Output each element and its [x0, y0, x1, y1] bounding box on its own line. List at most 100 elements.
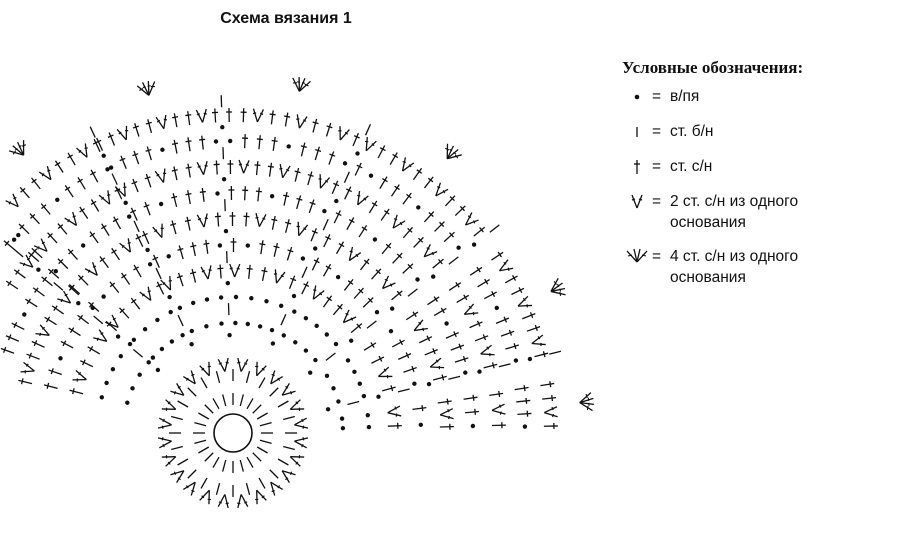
double-crochet-mark: [175, 244, 187, 261]
double-crochet-mark: [118, 270, 133, 287]
chain-stitch-mark: [149, 354, 157, 361]
legend-item: =в/пя: [622, 86, 892, 108]
chain-stitch-mark: [365, 412, 371, 418]
chain-stitch-mark: [188, 328, 195, 334]
chain-stitch-mark: [233, 294, 239, 300]
double-crochet-mark: [491, 421, 507, 430]
chain-stitch-mark: [330, 385, 337, 392]
single-crochet-mark: [259, 421, 273, 427]
legend-label-line: ст. с/н: [670, 158, 713, 175]
two-dc-mark: [287, 399, 305, 415]
double-crochet-mark: [439, 422, 455, 431]
double-crochet-mark: [76, 204, 91, 221]
single-crochet-mark: [53, 281, 64, 291]
magic-ring: [213, 413, 253, 453]
single-crochet-mark: [277, 400, 290, 408]
single-crochet-mark: [246, 397, 254, 410]
double-crochet-mark: [333, 239, 347, 256]
legend-item: =ст. с/н: [622, 156, 892, 178]
two-dc-mark: [118, 237, 136, 256]
two-dc-mark: [251, 487, 267, 505]
chain-stitch-mark: [313, 322, 320, 329]
single-crochet-mark: [258, 376, 266, 389]
two-dc-mark: [287, 451, 305, 467]
two-dc-mark: [515, 295, 533, 312]
single-crochet-mark: [252, 452, 262, 462]
double-crochet-mark: [29, 338, 47, 351]
single-crochet-mark: [89, 126, 96, 139]
chain-stitch-mark: [312, 245, 319, 252]
chain-stitch-mark: [99, 394, 105, 400]
four-dc-mark: [7, 137, 32, 162]
two-dc-mark: [84, 261, 102, 280]
double-crochet-mark: [131, 121, 143, 139]
two-dc-mark: [235, 357, 249, 373]
two-dc-mark: [98, 189, 115, 208]
chain-stitch-mark: [10, 236, 18, 243]
double-crochet-mark: [425, 293, 442, 308]
chain-stitch-mark: [280, 332, 287, 339]
legend-label: в/пя: [670, 86, 892, 107]
chain-stitch-mark: [167, 309, 174, 316]
chain-stitch-mark: [115, 333, 122, 340]
double-crochet-mark: [188, 240, 199, 258]
crochet-diagram: [0, 75, 596, 509]
double-crochet-mark: [46, 366, 64, 378]
chain-stitch-mark: [340, 425, 346, 431]
double-crochet-mark: [170, 138, 181, 155]
double-crochet-mark: [293, 193, 305, 211]
single-crochet-mark: [212, 397, 220, 410]
two-dc-mark: [461, 211, 480, 230]
double-crochet-mark: [108, 245, 123, 263]
two-dc-mark: [116, 125, 132, 143]
double-crochet-mark: [399, 260, 416, 277]
single-crochet-mark: [170, 445, 184, 451]
double-crochet-mark: [58, 338, 76, 352]
chain-stitch-mark: [227, 138, 233, 144]
two-dc-mark: [154, 167, 169, 185]
chain-stitch-mark: [168, 338, 175, 345]
chain-stitch-mark: [387, 328, 395, 335]
double-crochet-mark: [411, 403, 428, 414]
two-dc-mark: [139, 286, 156, 304]
double-crochet-mark: [202, 238, 212, 255]
legend-label-line: основания: [670, 269, 746, 286]
single-crochet-mark: [221, 459, 227, 473]
single-crochet-mark: [176, 458, 189, 466]
chain-stitch-mark: [513, 357, 519, 364]
legend-label: ст. с/н: [670, 156, 892, 177]
double-crochet-mark: [499, 327, 516, 340]
double-crochet-mark: [169, 191, 181, 209]
single-crochet-mark: [221, 393, 227, 407]
chain-stitch-mark: [269, 327, 275, 333]
chain-stitch-mark: [300, 255, 306, 262]
chain-stitch-mark: [443, 320, 450, 327]
chain-stitch-mark: [177, 304, 183, 311]
double-crochet-mark: [322, 121, 335, 138]
double-crochet-mark: [52, 158, 67, 175]
double-crochet-mark: [482, 288, 499, 302]
double-crochet-mark: [311, 145, 323, 162]
legend-equals: =: [652, 248, 662, 265]
chain-stitch-mark: [190, 300, 196, 306]
single-crochet-mark: [397, 388, 411, 393]
single-crochet-mark: [280, 313, 287, 326]
double-crochet-mark: [452, 203, 469, 219]
double-crochet-mark: [65, 246, 81, 263]
chain-stitch-mark: [493, 304, 500, 311]
double-crochet-mark: [280, 190, 291, 207]
single-crochet-mark: [239, 393, 245, 407]
double-crochet-mark: [422, 346, 440, 359]
double-crochet-mark: [229, 237, 238, 253]
double-crochet-mark: [349, 131, 362, 148]
single-crochet-mark: [132, 348, 144, 358]
double-crochet-mark: [11, 266, 28, 282]
double-crochet-mark: [513, 383, 530, 394]
double-crochet-mark: [216, 263, 225, 280]
double-crochet-mark: [268, 214, 279, 231]
chain-stitch-mark: [21, 311, 28, 318]
double-crochet-mark: [184, 110, 194, 127]
double-crochet-mark: [168, 219, 180, 236]
double-crochet-mark: [212, 159, 221, 176]
